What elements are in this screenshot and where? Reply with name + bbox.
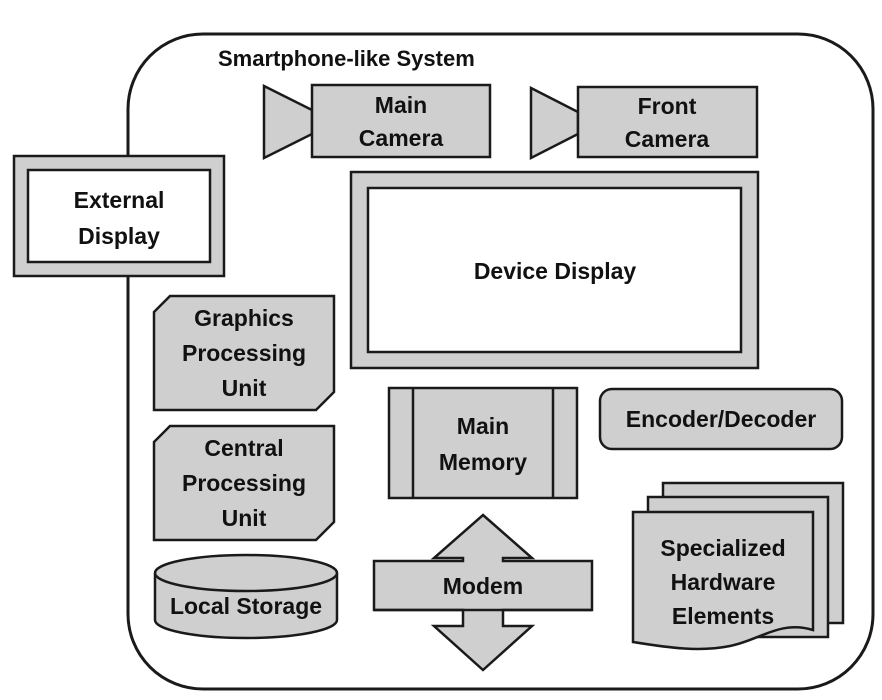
front-camera: Front Camera (529, 85, 759, 161)
main-memory-label-2: Memory (439, 449, 527, 475)
main-camera: Main Camera (262, 83, 492, 161)
modem-label: Modem (443, 573, 524, 599)
specialized-hardware-page-1 (631, 510, 815, 651)
device-display-label: Device Display (474, 258, 637, 284)
main-memory-box (387, 386, 579, 500)
device-display-screen (366, 186, 743, 354)
gpu-label-1: Graphics (194, 305, 294, 331)
graphics-processing-unit: Graphics Processing Unit (152, 294, 336, 412)
local-storage-label: Local Storage (170, 593, 322, 619)
specialized-hardware-label-1: Specialized (660, 535, 785, 561)
main-camera-body (310, 83, 492, 159)
cpu-label-2: Processing (182, 470, 306, 496)
specialized-hardware: Specialized Hardware Elements (631, 481, 845, 651)
cpu-label-3: Unit (222, 505, 267, 531)
modem-double-arrow-icon (372, 513, 594, 672)
gpu-chip-shape (152, 294, 336, 412)
specialized-hardware-label-3: Elements (672, 603, 774, 629)
local-storage-top (153, 553, 339, 593)
external-display-label-2: Display (78, 223, 160, 249)
gpu-label-2: Processing (182, 340, 306, 366)
front-camera-label-2: Camera (625, 126, 710, 152)
main-memory: Main Memory (387, 386, 579, 500)
encoder-decoder-box (598, 387, 844, 451)
front-camera-label-1: Front (638, 93, 697, 119)
device-display: Device Display (349, 170, 760, 370)
central-processing-unit: Central Processing Unit (152, 424, 336, 542)
specialized-hardware-label-2: Hardware (671, 569, 776, 595)
encoder-decoder: Encoder/Decoder (598, 387, 844, 451)
encoder-decoder-label: Encoder/Decoder (626, 406, 816, 432)
external-display-screen (26, 168, 212, 264)
cpu-chip-shape (152, 424, 336, 542)
main-camera-label-2: Camera (359, 125, 444, 151)
gpu-label-3: Unit (222, 375, 267, 401)
main-memory-label-1: Main (457, 413, 509, 439)
modem: Modem (372, 513, 594, 672)
system-title: Smartphone-like System (218, 46, 475, 71)
local-storage: Local Storage (153, 553, 339, 640)
front-camera-body (576, 85, 759, 159)
external-display: External Display (12, 154, 226, 278)
external-display-label-1: External (74, 187, 165, 213)
cpu-label-1: Central (204, 435, 283, 461)
main-camera-label-1: Main (375, 92, 427, 118)
